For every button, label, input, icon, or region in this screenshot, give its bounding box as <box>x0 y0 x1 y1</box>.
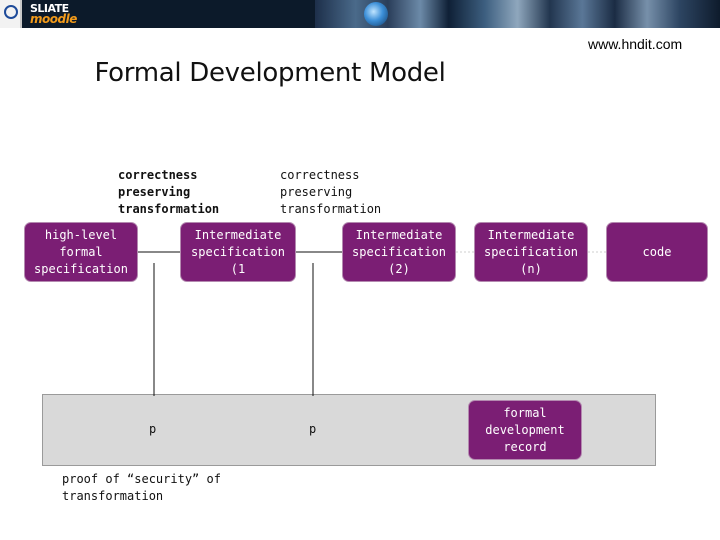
intermediate-spec-1-line2: specification (1 <box>191 244 285 276</box>
proof-label-1: p <box>149 422 157 436</box>
top-banner: SLIATE moodle <box>0 0 720 28</box>
logo-line2: moodle <box>30 12 77 26</box>
high-level-spec-line1: high-level formal <box>44 227 118 259</box>
intermediate-spec-2-line1: Intermediate <box>355 227 443 242</box>
proof-caption: proof of “security” of transformation <box>62 471 221 505</box>
intermediate-spec-n-node: Intermediate specification (n) <box>474 222 588 282</box>
transformation-label-1-line2: preserving <box>118 185 191 199</box>
proof-caption-line1: proof of “security” of <box>62 472 221 486</box>
formal-record-line2: development <box>485 422 565 437</box>
formal-record-line3: record <box>503 439 547 454</box>
logo-line1: SLIATE <box>30 2 69 15</box>
sliate-moodle-logo[interactable]: SLIATE moodle <box>30 1 110 27</box>
transformation-label-1-line1: correctness <box>118 168 198 182</box>
intermediate-spec-1-node: Intermediate specification (1 <box>180 222 296 282</box>
code-node: code <box>606 222 708 282</box>
code-line1: code <box>642 244 672 259</box>
institution-logo-icon <box>0 0 22 28</box>
transformation-label-2-line1: correctness <box>280 168 360 182</box>
site-url: www.hndit.com <box>588 36 683 52</box>
intermediate-spec-n-line1: Intermediate <box>487 227 575 242</box>
intermediate-spec-n-line2: specification (n) <box>484 244 578 276</box>
transformation-label-2-line3: transformation <box>280 202 382 216</box>
transformation-label-2: correctness preserving transformation <box>280 167 381 218</box>
intermediate-spec-2-line2: specification (2) <box>352 244 446 276</box>
high-level-spec-line2: specification <box>34 261 128 276</box>
formal-record-line1: formal <box>503 405 547 420</box>
transformation-label-2-line2: preserving <box>280 185 353 199</box>
proof-caption-line2: transformation <box>62 489 164 503</box>
intermediate-spec-1-line1: Intermediate <box>194 227 282 242</box>
transformation-label-1: correctness preserving transformation <box>118 167 219 218</box>
transformation-label-1-line3: transformation <box>118 202 220 216</box>
page-title: Formal Development Model <box>94 58 446 88</box>
proof-label-2: p <box>309 422 317 436</box>
formal-development-record-node: formal development record <box>468 400 582 460</box>
intermediate-spec-2-node: Intermediate specification (2) <box>342 222 456 282</box>
globe-icon <box>364 2 388 26</box>
high-level-spec-node: high-level formal specification <box>24 222 138 282</box>
